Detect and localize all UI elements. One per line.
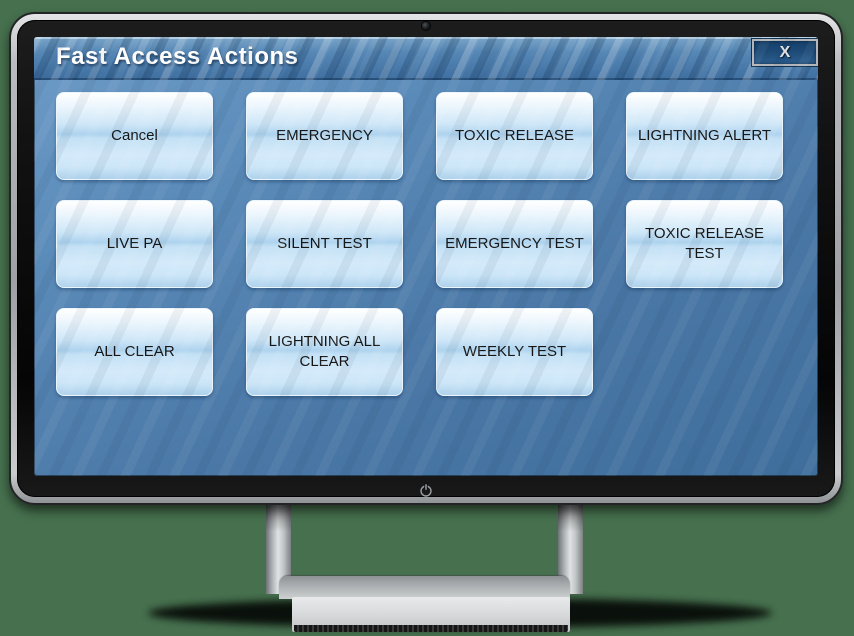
live-pa-button[interactable]: LIVE PA <box>56 200 213 288</box>
close-button[interactable]: X <box>752 39 818 66</box>
all-clear-button[interactable]: ALL CLEAR <box>56 308 213 396</box>
dialog-title: Fast Access Actions <box>56 43 299 70</box>
screen: Fast Access Actions X Cancel EMERGENCY T… <box>34 37 818 476</box>
emergency-test-button[interactable]: EMERGENCY TEST <box>436 200 593 288</box>
base-vents <box>294 625 568 632</box>
webcam-icon <box>422 22 430 30</box>
emergency-button[interactable]: EMERGENCY <box>246 92 403 180</box>
fast-action-grid: Cancel EMERGENCY TOXIC RELEASE LIGHTNING… <box>56 92 783 396</box>
dialog-titlebar: Fast Access Actions X <box>34 37 818 80</box>
stand-base <box>292 597 570 632</box>
close-icon: X <box>779 43 791 61</box>
cancel-button[interactable]: Cancel <box>56 92 213 180</box>
toxic-release-button[interactable]: TOXIC RELEASE <box>436 92 593 180</box>
monitor-frame: Fast Access Actions X Cancel EMERGENCY T… <box>9 12 843 505</box>
lightning-alert-button[interactable]: LIGHTNING ALERT <box>626 92 783 180</box>
lightning-all-clear-button[interactable]: LIGHTNING ALL CLEAR <box>246 308 403 396</box>
weekly-test-button[interactable]: WEEKLY TEST <box>436 308 593 396</box>
silent-test-button[interactable]: SILENT TEST <box>246 200 403 288</box>
stand-neck <box>279 576 570 599</box>
power-icon <box>419 483 434 498</box>
toxic-release-test-button[interactable]: TOXIC RELEASE TEST <box>626 200 783 288</box>
